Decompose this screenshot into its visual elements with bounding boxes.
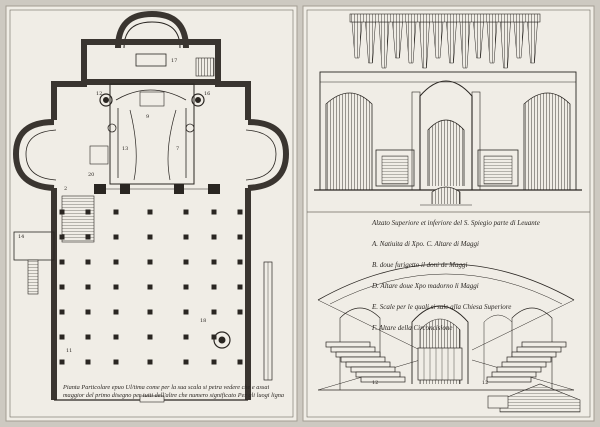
nave-pillar bbox=[211, 359, 217, 365]
nave-pillar bbox=[211, 234, 217, 240]
nave-pillar bbox=[113, 259, 119, 265]
nave-pillar bbox=[113, 359, 119, 365]
nave-pillar bbox=[211, 334, 217, 340]
legend-item: D. Altare doue Xpo madorno li Maggi bbox=[372, 281, 479, 290]
stair-step bbox=[506, 356, 552, 363]
stair-step bbox=[360, 376, 406, 383]
grotto-elevation bbox=[314, 13, 582, 206]
nave-pillar bbox=[85, 334, 91, 340]
nave-pillar bbox=[237, 259, 243, 265]
nave-pillar bbox=[59, 284, 65, 290]
nave-pillar bbox=[147, 359, 153, 365]
nave-pillar bbox=[85, 234, 91, 240]
nave-pillar bbox=[113, 334, 119, 340]
legend: Alzato Superiore et inferiore del S. Spi… bbox=[372, 207, 587, 344]
stair-step bbox=[345, 361, 391, 368]
plan-number: 13 bbox=[122, 146, 128, 152]
stair-step bbox=[330, 346, 376, 353]
stair-step bbox=[496, 366, 542, 373]
nave-pillar bbox=[59, 259, 65, 265]
legend-title: Alzato Superiore et inferiore del S. Spi… bbox=[372, 218, 540, 227]
section-mark: 12 bbox=[372, 380, 378, 386]
plan-number: 11 bbox=[66, 348, 72, 354]
stair-step bbox=[340, 356, 386, 363]
left-sheet: 17 12 16 9 13 7 20 14 11 18 2 bbox=[5, 5, 298, 422]
stair-step bbox=[335, 351, 381, 358]
nave-pillar bbox=[59, 234, 65, 240]
nave-pillar bbox=[59, 334, 65, 340]
nave-pillar bbox=[147, 284, 153, 290]
nave-pillar bbox=[85, 259, 91, 265]
nave-pillar bbox=[113, 209, 119, 215]
nave-pillar bbox=[85, 309, 91, 315]
stair-step bbox=[501, 361, 547, 368]
nave-pillar bbox=[237, 209, 243, 215]
nave-pillar bbox=[183, 284, 189, 290]
nave-pillar bbox=[211, 309, 217, 315]
stair-step bbox=[491, 371, 537, 378]
plan-number: 12 bbox=[96, 91, 102, 97]
nave-pillar bbox=[183, 309, 189, 315]
section-marks: 12 12 bbox=[372, 380, 488, 386]
nave-pillar bbox=[237, 309, 243, 315]
nave-pillar bbox=[113, 234, 119, 240]
nave-pillar bbox=[237, 234, 243, 240]
plan-number: 18 bbox=[200, 318, 206, 324]
legend-item: B. doue furigetto il doni de Maggi bbox=[372, 260, 468, 269]
stair-step bbox=[325, 341, 371, 348]
nave-pillar bbox=[85, 209, 91, 215]
nave-pillar bbox=[147, 234, 153, 240]
section-mark: 12 bbox=[482, 380, 488, 386]
legend-item: A. Natiuita di Xpo. C. Altare di Maggi bbox=[372, 239, 479, 248]
stair-step bbox=[516, 346, 562, 353]
nave-pillar bbox=[147, 309, 153, 315]
nave-pillar bbox=[59, 209, 65, 215]
plan-number: 9 bbox=[146, 114, 149, 120]
nave-pillar bbox=[85, 284, 91, 290]
nave-pillar bbox=[211, 259, 217, 265]
plan-number: 2 bbox=[64, 186, 67, 192]
nave-pillar bbox=[183, 259, 189, 265]
stair-step bbox=[511, 351, 557, 358]
plan-number: 16 bbox=[204, 91, 210, 97]
nave-pillar bbox=[183, 359, 189, 365]
plan-number: 14 bbox=[18, 234, 24, 240]
nave-pillars bbox=[59, 209, 243, 365]
nave-pillar bbox=[147, 334, 153, 340]
nave-pillar bbox=[147, 209, 153, 215]
stair-step bbox=[355, 371, 401, 378]
plan-numbers: 17 12 16 9 13 7 20 14 11 18 2 bbox=[18, 58, 210, 354]
plan-number: 17 bbox=[171, 58, 177, 64]
nave-pillar bbox=[59, 309, 65, 315]
legend-item: E. Scale per le quali si sale alla Chies… bbox=[372, 302, 512, 311]
nave-pillar bbox=[211, 209, 217, 215]
nave-pillar bbox=[85, 359, 91, 365]
grotto-perspective-section bbox=[317, 263, 581, 413]
church-ground-plan bbox=[12, 10, 290, 403]
nave-pillar bbox=[237, 284, 243, 290]
right-sheet: 12 12 bbox=[302, 5, 595, 422]
stair-step bbox=[350, 366, 396, 373]
plan-number: 20 bbox=[88, 172, 94, 178]
stair-step bbox=[486, 376, 532, 383]
nave-pillar bbox=[183, 234, 189, 240]
nave-pillar bbox=[147, 259, 153, 265]
legend-item: F. Altare della Circoncisione bbox=[372, 323, 453, 332]
nave-pillar bbox=[183, 209, 189, 215]
nave-pillar bbox=[211, 284, 217, 290]
plan-caption: Pianta Particolare epuo Ul/tima come per… bbox=[63, 384, 285, 399]
nave-pillar bbox=[113, 284, 119, 290]
plan-number: 7 bbox=[176, 146, 179, 152]
nave-pillar bbox=[59, 359, 65, 365]
nave-pillar bbox=[183, 334, 189, 340]
nave-pillar bbox=[237, 359, 243, 365]
nave-pillar bbox=[113, 309, 119, 315]
